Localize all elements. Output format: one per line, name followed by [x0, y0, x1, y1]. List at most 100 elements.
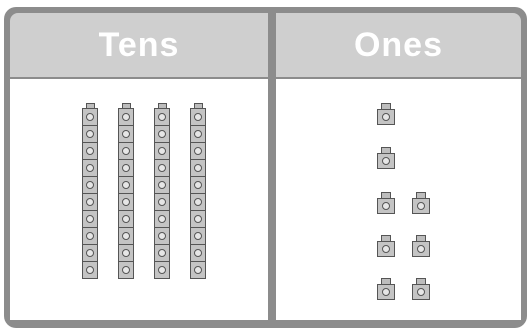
unit-dot [382, 288, 390, 296]
rod-unit [82, 210, 98, 228]
unit-dot [86, 130, 94, 138]
rod-unit [190, 125, 206, 143]
cube-body [377, 109, 395, 125]
ones-column [276, 79, 521, 320]
unit-dot [194, 181, 202, 189]
unit-dot [86, 249, 94, 257]
unit-dot [158, 147, 166, 155]
one-cube [412, 235, 430, 257]
rod-unit [190, 210, 206, 228]
place-value-chart: Tens Ones [4, 7, 527, 328]
cube-body [377, 198, 395, 214]
one-cube [377, 103, 395, 125]
rod-unit [82, 125, 98, 143]
cube-body [377, 241, 395, 257]
unit-dot [158, 113, 166, 121]
cube-body [412, 198, 430, 214]
rod-unit [118, 227, 134, 245]
unit-dot [122, 215, 130, 223]
unit-dot [86, 147, 94, 155]
cube-body [377, 284, 395, 300]
rod-unit [154, 125, 170, 143]
ten-rod [190, 103, 206, 279]
rod-unit [190, 108, 206, 126]
rod-unit [82, 227, 98, 245]
rod-unit [190, 176, 206, 194]
one-cube [377, 235, 395, 257]
rod-unit [118, 176, 134, 194]
rod-unit [154, 261, 170, 279]
unit-dot [382, 245, 390, 253]
unit-dot [122, 249, 130, 257]
unit-dot [158, 198, 166, 206]
rod-unit [154, 227, 170, 245]
rod-unit [118, 108, 134, 126]
unit-dot [158, 249, 166, 257]
rod-unit [190, 261, 206, 279]
rod-unit [154, 210, 170, 228]
unit-dot [158, 232, 166, 240]
rod-unit [82, 261, 98, 279]
unit-dot [194, 164, 202, 172]
unit-dot [194, 266, 202, 274]
rod-unit [118, 261, 134, 279]
ten-rod [154, 103, 170, 279]
unit-dot [122, 266, 130, 274]
tens-column [10, 79, 268, 320]
rod-unit [190, 193, 206, 211]
ones-header-label: Ones [354, 26, 443, 65]
rod-unit [154, 108, 170, 126]
unit-dot [86, 215, 94, 223]
rod-unit [154, 244, 170, 262]
unit-dot [122, 181, 130, 189]
one-cube [412, 278, 430, 300]
cube-body [412, 284, 430, 300]
unit-dot [86, 266, 94, 274]
unit-dot [417, 245, 425, 253]
rod-unit [118, 210, 134, 228]
one-cube [377, 192, 395, 214]
rod-unit [118, 125, 134, 143]
rod-unit [82, 159, 98, 177]
cube-body [412, 241, 430, 257]
unit-dot [86, 164, 94, 172]
rod-unit [118, 244, 134, 262]
unit-dot [382, 113, 390, 121]
unit-dot [417, 288, 425, 296]
tens-header: Tens [10, 13, 268, 77]
unit-dot [194, 198, 202, 206]
rod-unit [118, 159, 134, 177]
rod-unit [190, 142, 206, 160]
rod-unit [154, 193, 170, 211]
rod-unit [190, 159, 206, 177]
one-cube [377, 147, 395, 169]
unit-dot [122, 164, 130, 172]
rod-unit [154, 159, 170, 177]
tens-header-label: Tens [99, 26, 180, 65]
rod-unit [82, 176, 98, 194]
unit-dot [86, 232, 94, 240]
unit-dot [382, 157, 390, 165]
unit-dot [122, 147, 130, 155]
unit-dot [158, 164, 166, 172]
unit-dot [194, 249, 202, 257]
unit-dot [417, 202, 425, 210]
rod-unit [82, 108, 98, 126]
ten-rod [82, 103, 98, 279]
ten-rod [118, 103, 134, 279]
unit-dot [158, 266, 166, 274]
rod-unit [154, 176, 170, 194]
rod-unit [82, 244, 98, 262]
rod-unit [118, 193, 134, 211]
one-cube [412, 192, 430, 214]
unit-dot [158, 215, 166, 223]
rod-unit [82, 193, 98, 211]
rod-unit [190, 227, 206, 245]
unit-dot [158, 130, 166, 138]
unit-dot [86, 113, 94, 121]
unit-dot [122, 198, 130, 206]
unit-dot [122, 113, 130, 121]
rod-unit [190, 244, 206, 262]
one-cube [377, 278, 395, 300]
unit-dot [194, 113, 202, 121]
